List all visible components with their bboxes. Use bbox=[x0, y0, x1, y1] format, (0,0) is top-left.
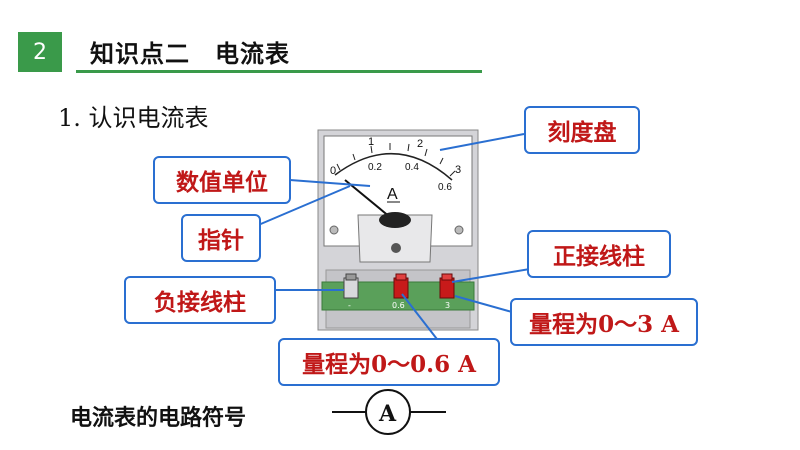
leader-lines bbox=[255, 133, 549, 344]
title-underline bbox=[76, 70, 482, 73]
callout-unit: 数值单位 bbox=[153, 156, 291, 204]
scale-bottom-06: 0.6 bbox=[438, 182, 452, 193]
negative-terminal-post bbox=[343, 273, 359, 299]
section-title: 知识点二 电流表 bbox=[90, 40, 290, 68]
scale-top-2: 2 bbox=[417, 138, 423, 150]
terminal-3-post bbox=[439, 273, 455, 299]
callout-positive-terminal: 正接线柱 bbox=[527, 230, 671, 278]
callout-negative-terminal: 负接线柱 bbox=[124, 276, 276, 324]
callout-dial: 刻度盘 bbox=[524, 106, 640, 154]
symbol-label: 电流表的电路符号 bbox=[70, 406, 247, 431]
terminal-06-post bbox=[393, 273, 409, 299]
subheading: 1. 认识电流表 bbox=[58, 104, 209, 132]
terminal-mark-neg: - bbox=[348, 301, 351, 310]
terminal-mark-06: 0.6 bbox=[392, 301, 405, 310]
scale-ticks bbox=[336, 143, 456, 177]
scale-top-3: 3 bbox=[455, 164, 461, 176]
scale-top-0: 0 bbox=[330, 165, 336, 177]
symbol-circle bbox=[365, 389, 411, 435]
scale-arc bbox=[334, 153, 453, 181]
dial-unit-label: A bbox=[387, 186, 398, 203]
symbol-letter: A bbox=[378, 401, 397, 427]
callout-range-3: 量程为0～3 A bbox=[510, 298, 698, 346]
terminal-mark-3: 3 bbox=[445, 301, 450, 310]
pivot bbox=[379, 212, 411, 228]
scale-top-1: 1 bbox=[368, 136, 374, 148]
zero-adjust-screw bbox=[391, 243, 401, 253]
section-number-badge: 2 bbox=[18, 32, 62, 72]
callout-range-06: 量程为0～0.6 A bbox=[278, 338, 500, 386]
scale-bottom-02: 0.2 bbox=[368, 162, 382, 173]
callout-pointer: 指针 bbox=[181, 214, 261, 262]
scale-bottom-04: 0.4 bbox=[405, 162, 419, 173]
